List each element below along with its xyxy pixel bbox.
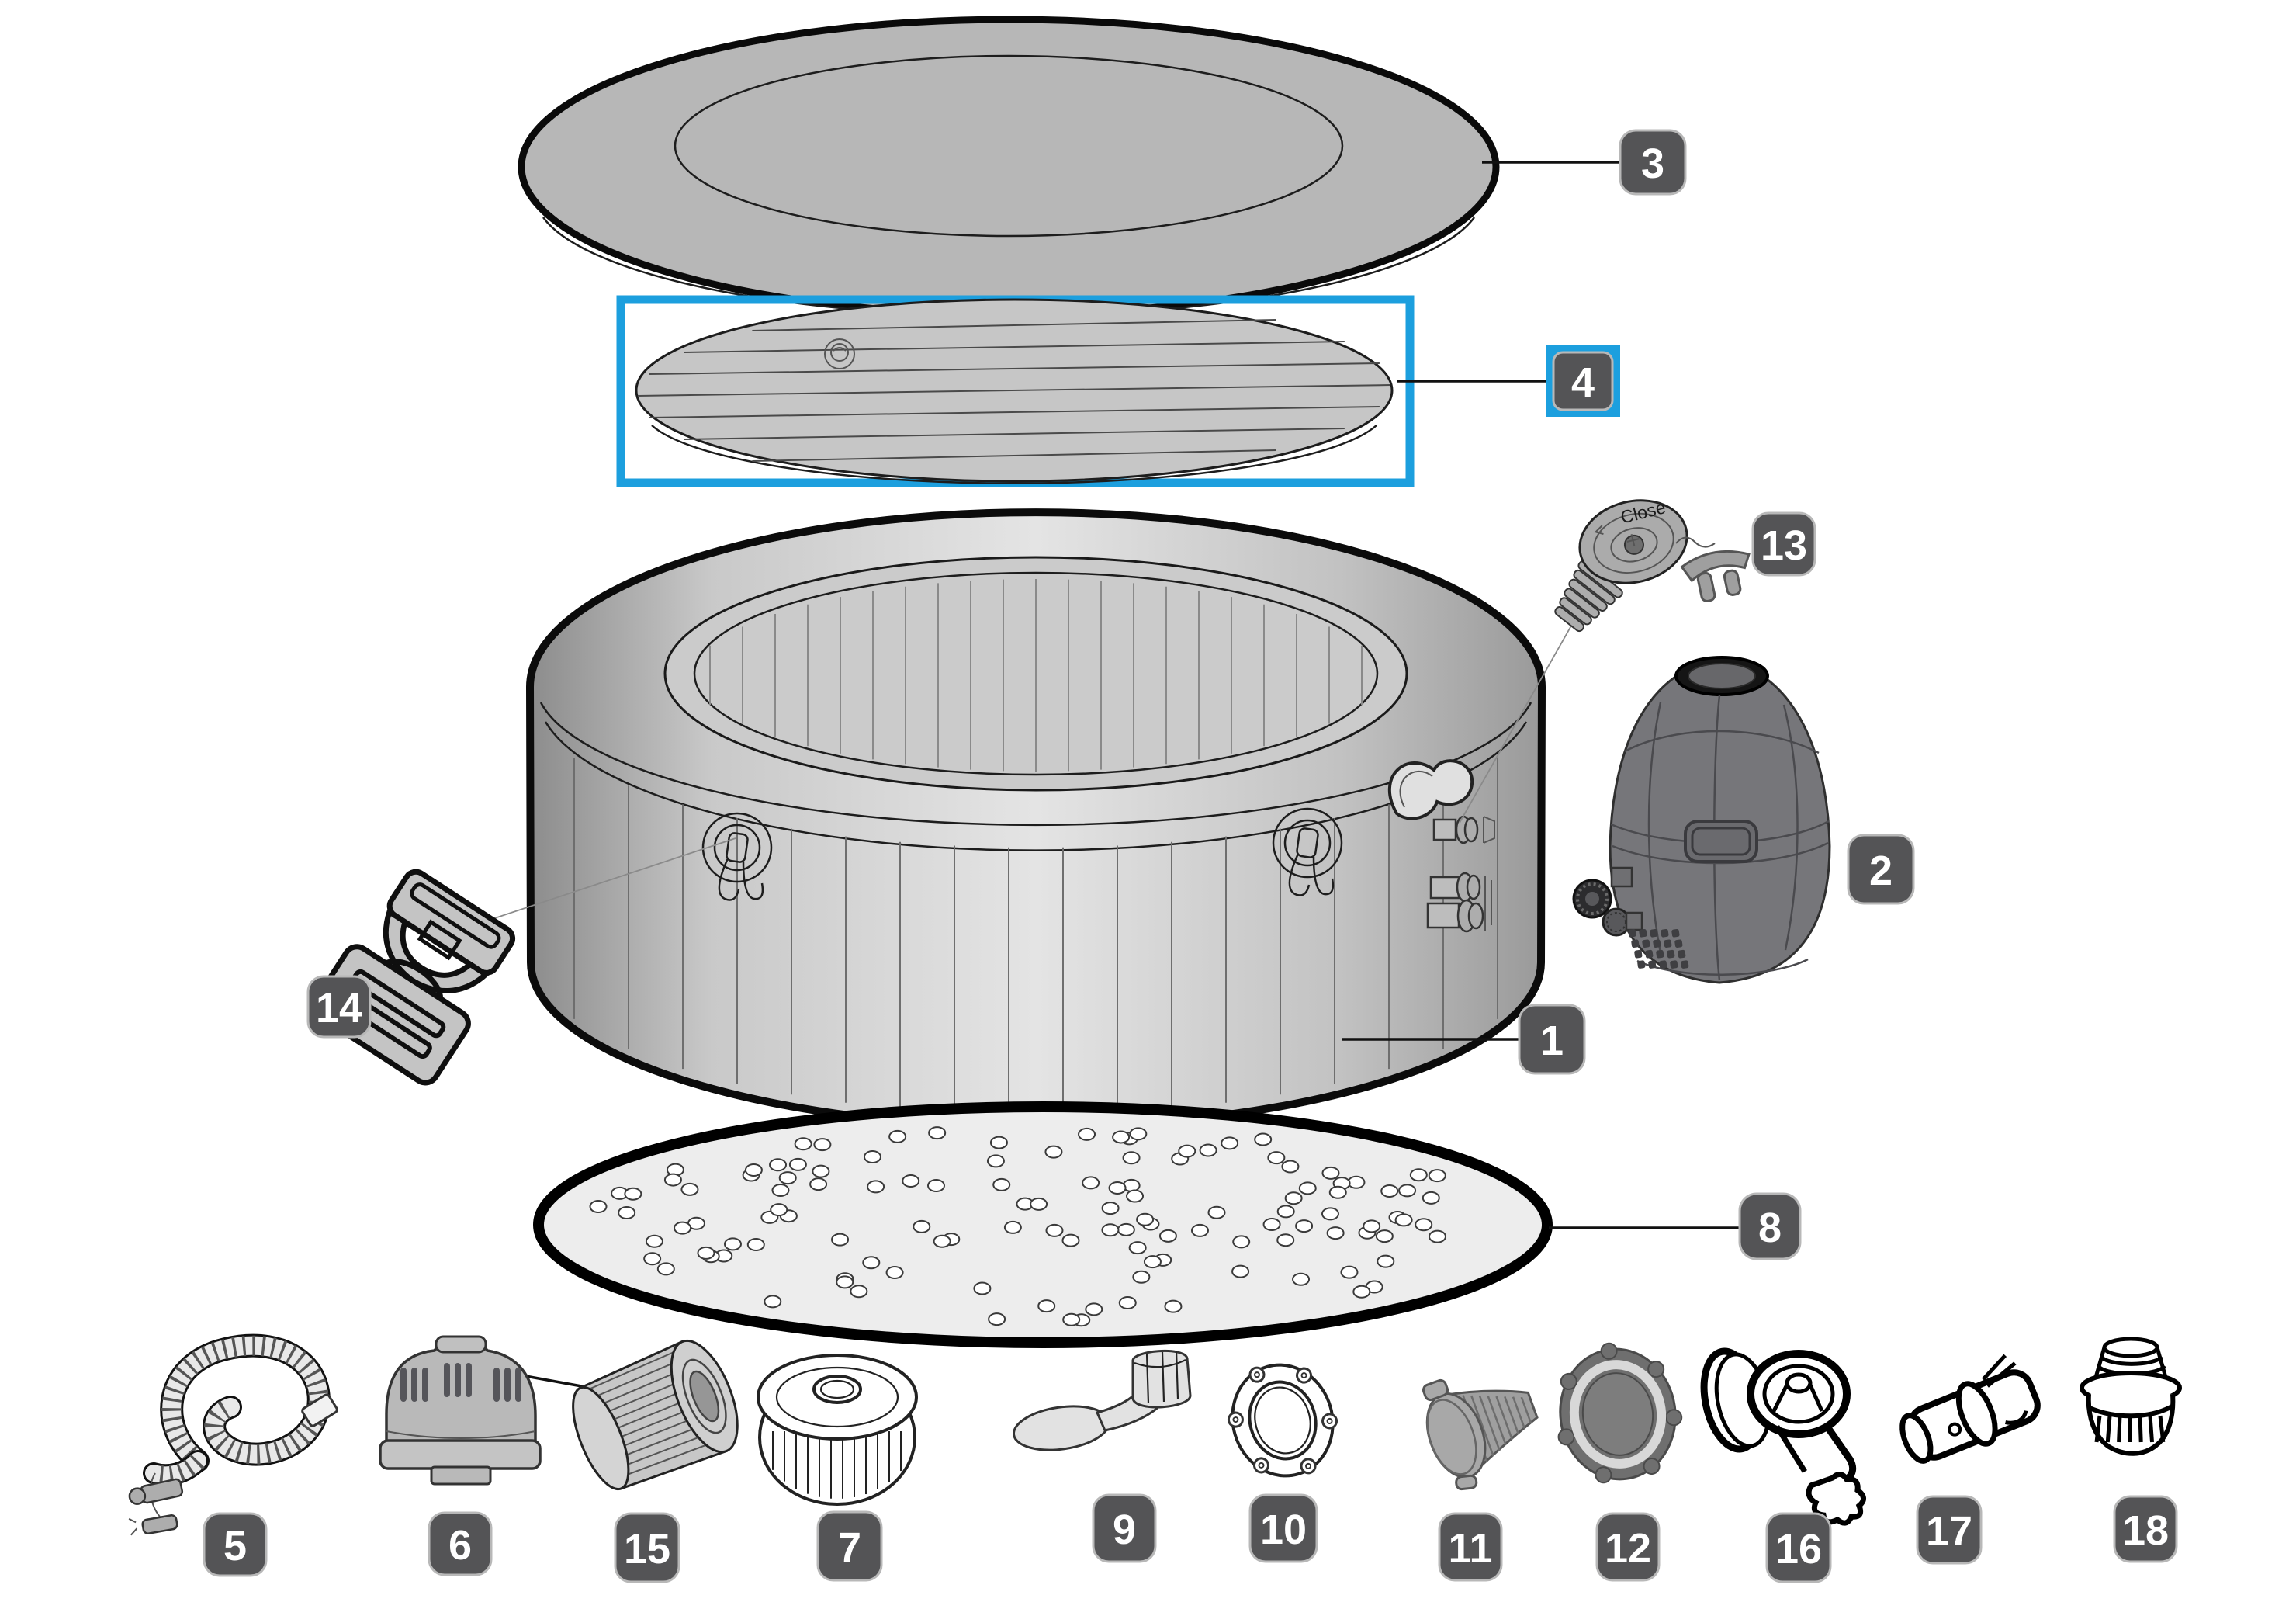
part-3-spa-cover[interactable] <box>518 16 1500 318</box>
svg-text:8: 8 <box>1758 1205 1782 1251</box>
callout-11[interactable]: 11 <box>1438 1512 1503 1582</box>
callout-6[interactable]: 6 <box>428 1511 493 1576</box>
svg-text:18: 18 <box>2122 1507 2169 1554</box>
callout-10[interactable]: 10 <box>1248 1493 1318 1563</box>
hose-adapter-1 <box>128 1478 184 1505</box>
callout-7[interactable]: 7 <box>816 1510 883 1582</box>
svg-text:16: 16 <box>1775 1526 1822 1573</box>
svg-text:4: 4 <box>1571 359 1595 406</box>
pump-outlet-fitting[interactable] <box>1602 907 1643 937</box>
part-5-inflation-hose[interactable] <box>128 1333 338 1537</box>
svg-text:13: 13 <box>1761 522 1807 569</box>
svg-text:5: 5 <box>223 1523 247 1569</box>
tub-handle <box>1387 759 1474 820</box>
svg-text:3: 3 <box>1641 140 1664 187</box>
callout-9[interactable]: 9 <box>1092 1493 1157 1563</box>
callout-4-selected[interactable]: 4 <box>1546 345 1620 417</box>
pump-handle-recess <box>1684 820 1758 863</box>
callout-14[interactable]: 14 <box>306 975 372 1039</box>
callout-8[interactable]: 8 <box>1738 1192 1802 1260</box>
svg-text:17: 17 <box>1926 1508 1972 1555</box>
svg-text:2: 2 <box>1869 848 1893 894</box>
part-4-inflatable-lid[interactable] <box>616 295 1415 487</box>
lid-valve-icon <box>824 338 855 369</box>
part-17-check-valve[interactable] <box>1889 1351 2045 1472</box>
svg-text:1: 1 <box>1540 1018 1564 1064</box>
hose-coil <box>143 1333 338 1486</box>
part-9-wrench-tool[interactable] <box>1011 1349 1192 1455</box>
callout-15[interactable]: 15 <box>614 1512 680 1583</box>
valve-adapter <box>1680 550 1751 602</box>
part-13-drain-valve[interactable]: Close <box>1546 490 1757 639</box>
part-7-filter-housing[interactable] <box>757 1354 918 1506</box>
tub-lower-ports <box>1426 872 1492 933</box>
part-12-seal-ring[interactable] <box>1546 1335 1689 1489</box>
callout-12[interactable]: 12 <box>1595 1512 1661 1582</box>
callout-17[interactable]: 17 <box>1916 1495 1983 1565</box>
part-18-strainer-connector[interactable] <box>2080 1337 2182 1456</box>
callout-2[interactable]: 2 <box>1847 834 1915 905</box>
callout-5[interactable]: 5 <box>203 1512 268 1577</box>
callout-13[interactable]: 13 <box>1751 511 1816 577</box>
callout-1[interactable]: 1 <box>1518 1004 1586 1075</box>
hose-adapter-2 <box>128 1514 178 1536</box>
tub-strap-anchor-right <box>1272 807 1343 896</box>
svg-text:9: 9 <box>1113 1507 1136 1553</box>
part-14-buckle-clip[interactable] <box>310 862 525 1087</box>
part-10-lock-ring[interactable] <box>1217 1351 1349 1490</box>
callout-18[interactable]: 18 <box>2113 1495 2178 1563</box>
svg-text:11: 11 <box>1448 1525 1492 1572</box>
part-16-elbow-fitting[interactable] <box>1695 1346 1866 1526</box>
pump-inlet-knob[interactable] <box>1572 879 1612 919</box>
part-6-filter-pump-cover[interactable] <box>379 1335 542 1486</box>
part-15-filter-cartridge[interactable] <box>560 1332 751 1500</box>
part-8-ground-mat[interactable] <box>533 1101 1553 1348</box>
callout-16[interactable]: 16 <box>1765 1512 1832 1583</box>
svg-text:12: 12 <box>1605 1525 1651 1572</box>
svg-text:10: 10 <box>1260 1507 1307 1553</box>
part-2-pump-heater-unit[interactable] <box>1572 656 1831 984</box>
svg-text:7: 7 <box>838 1524 861 1571</box>
svg-text:6: 6 <box>448 1522 472 1569</box>
svg-text:14: 14 <box>316 985 362 1032</box>
part-1-spa-tub[interactable] <box>525 508 1546 1131</box>
part-11-stopper-plug[interactable] <box>1411 1354 1553 1497</box>
tub-strap-anchor-left <box>701 812 773 901</box>
svg-text:15: 15 <box>624 1526 670 1573</box>
callout-3[interactable]: 3 <box>1619 129 1687 196</box>
